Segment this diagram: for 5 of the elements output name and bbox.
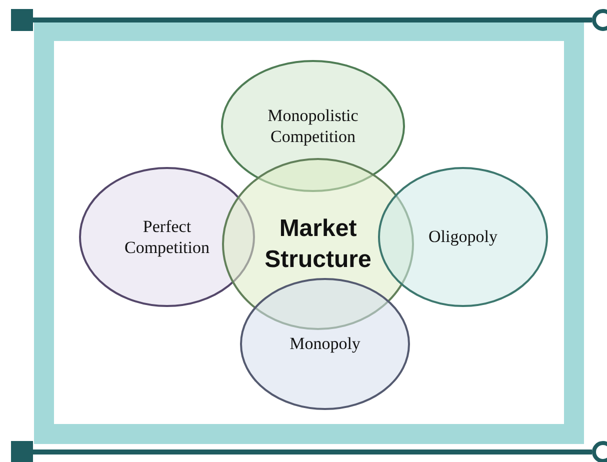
central-label: Market Structure — [264, 214, 372, 275]
ellipse-label: Monopolistic Competition — [266, 104, 360, 148]
ellipse-label: Perfect Competition — [124, 216, 210, 258]
ellipse-label: Oligopoly — [428, 226, 498, 248]
ellipse-label: Monopoly — [290, 333, 360, 355]
